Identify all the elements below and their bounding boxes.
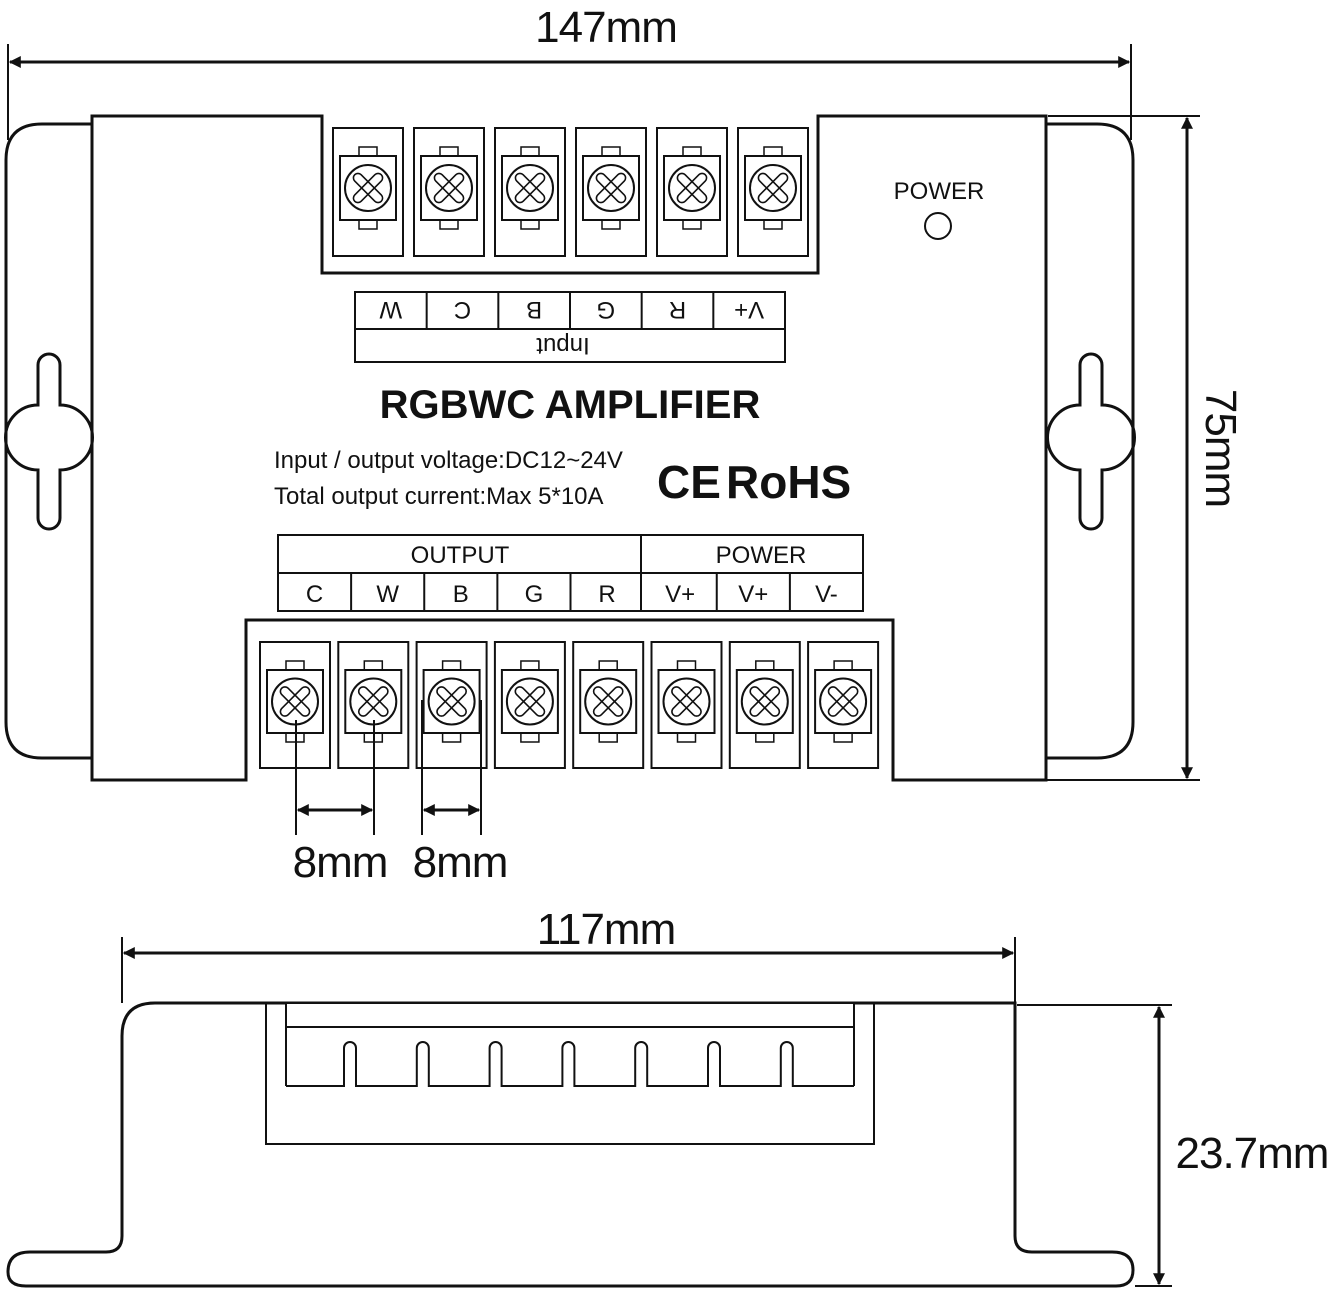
side-slot-profile xyxy=(286,1041,854,1087)
power-led-indicator xyxy=(924,212,952,240)
input-terminal-label: R xyxy=(669,296,686,323)
dim-8mm-label-2: 8mm xyxy=(413,838,508,887)
power-header: POWER xyxy=(716,542,807,569)
output-terminal-label: G xyxy=(525,581,544,608)
output-header: OUTPUT xyxy=(411,542,510,569)
screw-icon xyxy=(427,677,476,726)
screw-icon xyxy=(668,164,716,212)
right-keyhole-slot xyxy=(1046,352,1136,531)
output-terminal-label: C xyxy=(306,581,323,608)
input-terminal-2 xyxy=(413,127,485,257)
input-terminal-4 xyxy=(575,127,647,257)
output-terminal-label: W xyxy=(376,581,399,608)
dim-147mm-label: 147mm xyxy=(535,3,677,52)
screw-icon xyxy=(344,164,392,212)
input-terminal-label: G xyxy=(596,296,615,323)
dim-23-7mm: 23.7mm xyxy=(1017,1004,1329,1287)
power-terminal-label: V+ xyxy=(738,581,768,608)
input-terminal-label: B xyxy=(526,296,542,323)
input-terminal-3 xyxy=(494,127,566,257)
output-terminal-label: R xyxy=(598,581,615,608)
power-led-label: POWER xyxy=(894,178,985,205)
rohs-mark: RoHS xyxy=(726,456,851,508)
input-terminal-label: W xyxy=(379,296,402,323)
dim-23-7mm-label: 23.7mm xyxy=(1176,1129,1329,1178)
input-caption: Input xyxy=(536,332,590,359)
output-terminal-label: B xyxy=(453,581,469,608)
output-terminal-3 xyxy=(415,641,488,769)
dim-147mm: 147mm xyxy=(7,3,1132,140)
dim-75mm-label: 75mm xyxy=(1196,389,1245,507)
power-terminal-label: V+ xyxy=(665,581,695,608)
output-label-strip: OUTPUT POWER C W B G R V+ V+ V- xyxy=(277,534,864,612)
screw-icon xyxy=(662,677,711,726)
screw-icon xyxy=(749,164,797,212)
screw-icon xyxy=(425,164,473,212)
dim-117mm: 117mm xyxy=(121,905,1016,1003)
screw-icon xyxy=(819,677,868,726)
ce-mark: CE xyxy=(657,456,721,508)
screw-icon xyxy=(349,677,398,726)
input-terminal-block xyxy=(332,127,809,257)
screw-icon xyxy=(271,677,319,726)
input-terminal-label: V+ xyxy=(734,296,764,323)
input-terminal-1 xyxy=(332,127,404,257)
screw-icon xyxy=(587,164,635,212)
side-view-outline xyxy=(6,1001,1135,1288)
input-terminal-6 xyxy=(737,127,809,257)
device-title: RGBWC AMPLIFIER xyxy=(380,383,761,427)
dim-75mm: 75mm xyxy=(895,115,1245,781)
screw-icon xyxy=(505,677,554,726)
left-mounting-flange xyxy=(4,122,92,760)
spec-voltage: Input / output voltage:DC12~24V xyxy=(274,447,623,474)
input-terminal-label: C xyxy=(454,296,471,323)
dim-117mm-label: 117mm xyxy=(537,905,675,954)
output-terminal-block xyxy=(259,641,880,769)
output-terminal-7 xyxy=(728,641,801,769)
side-terminal-block xyxy=(265,1002,875,1145)
input-terminal-5 xyxy=(656,127,728,257)
output-terminal-8 xyxy=(807,641,880,769)
screw-icon xyxy=(740,677,789,726)
screw-icon xyxy=(506,164,554,212)
output-terminal-6 xyxy=(650,641,723,769)
right-mounting-flange xyxy=(1046,122,1135,760)
dim-8mm-pitch: 8mm 8mm xyxy=(293,700,508,887)
output-terminal-5 xyxy=(572,641,645,769)
spec-current: Total output current:Max 5*10A xyxy=(274,483,604,510)
power-terminal-label: V- xyxy=(815,581,838,608)
output-terminal-4 xyxy=(493,641,566,769)
dim-8mm-label-1: 8mm xyxy=(293,838,388,887)
input-label-strip: W C B G R V+ Input xyxy=(354,291,786,363)
left-keyhole-slot xyxy=(4,352,94,531)
screw-icon xyxy=(584,677,633,726)
